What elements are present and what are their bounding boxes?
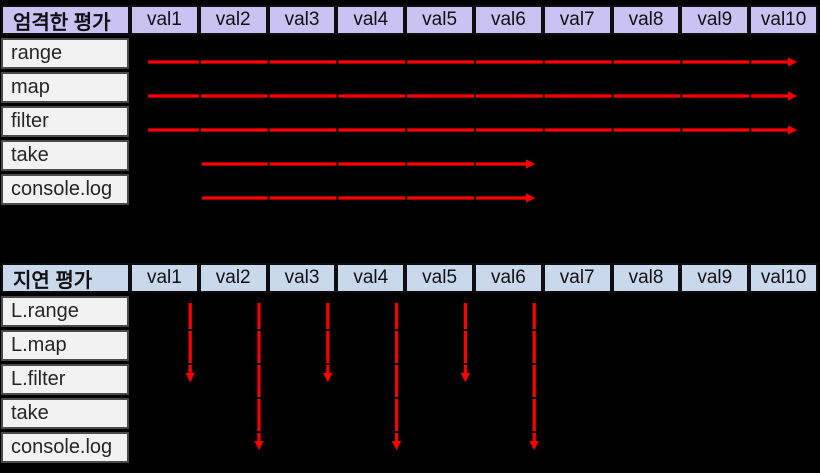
strict-col-header-val6: val6	[474, 5, 543, 35]
lazy-col-header-val8: val8	[611, 263, 681, 293]
lazy-row-label-take: take	[1, 398, 129, 429]
lazy-col-header-val2: val2	[198, 263, 268, 293]
strict-col-header-val9: val9	[680, 5, 750, 35]
lazy-row-label-L-map: L.map	[1, 330, 129, 361]
strict-col-header-val7: val7	[542, 5, 612, 35]
strict-row-label-map: map	[1, 72, 129, 103]
lazy-col-header-val6: val6	[474, 263, 543, 293]
lazy-col-header-val5: val5	[405, 263, 474, 293]
strict-row-label-console-log: console.log	[1, 174, 129, 205]
strict-col-header-val2: val2	[198, 5, 268, 35]
lazy-row-label-L-filter: L.filter	[1, 364, 129, 395]
lazy-col-header-val1: val1	[130, 263, 199, 293]
lazy-eval-title: 지연 평가	[1, 263, 130, 293]
lazy-col-header-val10: val10	[749, 263, 818, 293]
strict-col-header-val10: val10	[749, 5, 818, 35]
lazy-col-header-val9: val9	[680, 263, 750, 293]
lazy-col-header-val3: val3	[267, 263, 337, 293]
strict-eval-title: 엄격한 평가	[1, 5, 130, 35]
strict-col-header-val3: val3	[267, 5, 337, 35]
strict-col-header-val8: val8	[611, 5, 681, 35]
lazy-col-header-val4: val4	[336, 263, 406, 293]
strict-col-header-val4: val4	[336, 5, 406, 35]
lazy-row-label-L-range: L.range	[1, 296, 129, 327]
strict-col-header-val5: val5	[405, 5, 474, 35]
strict-row-label-take: take	[1, 140, 129, 171]
strict-col-header-val1: val1	[130, 5, 199, 35]
strict-row-label-range: range	[1, 38, 129, 69]
lazy-col-header-val7: val7	[542, 263, 612, 293]
strict-row-label-filter: filter	[1, 106, 129, 137]
lazy-row-label-console-log: console.log	[1, 432, 129, 463]
